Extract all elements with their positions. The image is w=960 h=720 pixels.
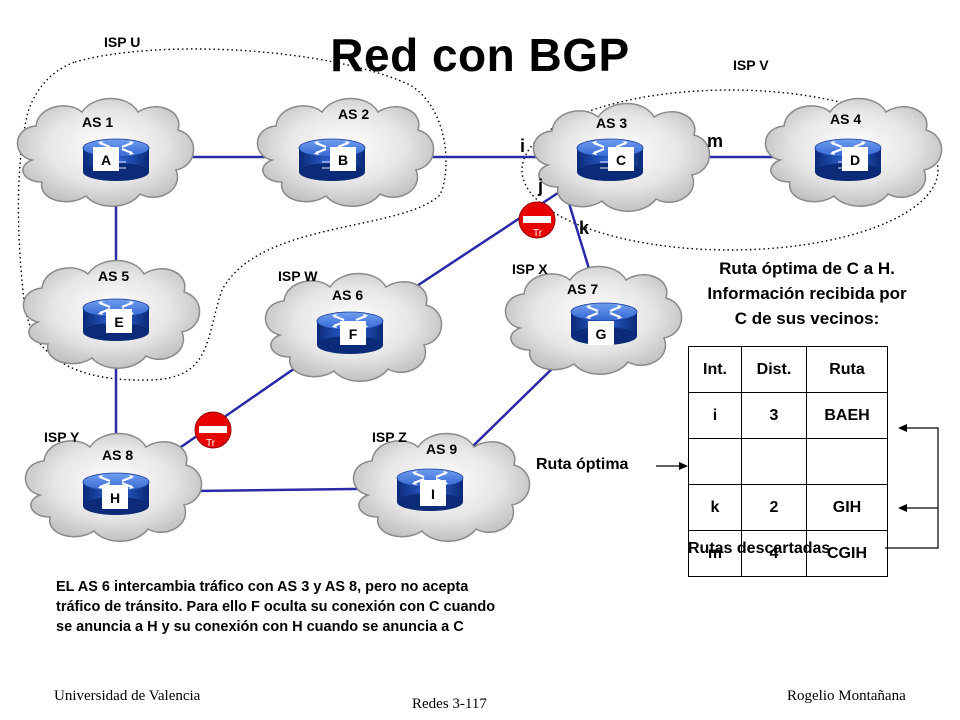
as7-label: AS 7 (567, 281, 598, 297)
table-row: k 2 GIH (688, 484, 888, 531)
table-header-cell: Ruta (806, 346, 888, 393)
router-c-label: C (616, 152, 626, 168)
transit-filter-c-f-icon: Tr (518, 201, 556, 239)
arrow-heads (679, 424, 907, 512)
info-text: Ruta óptima de C a H. Información recibi… (672, 256, 942, 331)
router-labels: A B C D E F G H I (93, 147, 868, 509)
isp-w-label: ISP W (278, 268, 318, 284)
table-cell (741, 438, 807, 485)
table-row (688, 438, 888, 485)
note-line-1: EL AS 6 intercambia tráfico con AS 3 y A… (56, 579, 469, 595)
router-i-label: I (431, 486, 435, 502)
table-cell: k (688, 484, 742, 531)
isp-z-label: ISP Z (372, 429, 407, 445)
as4-label: AS 4 (830, 111, 861, 127)
info-line-3: C de sus vecinos: (734, 309, 880, 328)
table-cell: 2 (741, 484, 807, 531)
isp-v-label: ISP V (733, 57, 769, 73)
isp-u-label: ISP U (104, 34, 140, 50)
isp-v-boundary (521, 89, 939, 251)
table-header-cell: Int. (688, 346, 742, 393)
page-title: Red con BGP (330, 29, 630, 81)
router-f-label: F (349, 326, 358, 342)
transit-filter-f-h-icon: Tr (194, 411, 232, 449)
transit-filter-c-f-label: Tr (533, 228, 543, 239)
rutas-descartadas-label: Rutas descartadas (688, 540, 831, 557)
as5-label: AS 5 (98, 268, 129, 284)
table-cell: CGIH (806, 530, 888, 577)
as2-label: AS 2 (338, 106, 369, 122)
info-line-2: Información recibida por (707, 284, 907, 303)
isp-u-boundary (17, 48, 447, 381)
interface-j-label: j (537, 176, 543, 196)
interface-i-label: i (520, 136, 525, 156)
router-h-label: H (110, 490, 120, 506)
transit-filter-f-h-label: Tr (206, 438, 216, 449)
isp-y-label: ISP Y (44, 429, 80, 445)
router-d-label: D (850, 152, 860, 168)
table-cell: 4 (741, 530, 807, 577)
note-line-2: tráfico de tránsito. Para ello F oculta … (56, 599, 496, 615)
as6-label: AS 6 (332, 287, 363, 303)
router-e-label: E (114, 314, 123, 330)
table-cell: GIH (806, 484, 888, 531)
note-text: EL AS 6 intercambia tráfico con AS 3 y A… (56, 577, 626, 637)
table-cell (806, 438, 888, 485)
as1-label: AS 1 (82, 114, 113, 130)
router-a-label: A (101, 152, 111, 168)
as9-label: AS 9 (426, 441, 457, 457)
table-cell: i (688, 392, 742, 439)
table-header-row: Int. Dist. Ruta (688, 346, 888, 393)
note-line-3: se anuncia a H y su conexión con H cuand… (56, 619, 464, 635)
interface-k-label: k (579, 218, 590, 238)
as3-label: AS 3 (596, 115, 627, 131)
footer-right: Rogelio Montañana (787, 688, 906, 704)
table-row: m 4 CGIH (688, 530, 888, 577)
table-cell: BAEH (806, 392, 888, 439)
isp-x-label: ISP X (512, 261, 548, 277)
table-row: i 3 BAEH (688, 392, 888, 439)
footer-center: Redes 3-117 (412, 696, 487, 712)
table-cell (688, 438, 742, 485)
table-cell: 3 (741, 392, 807, 439)
interface-m-label: m (707, 131, 723, 151)
table-header-cell: Dist. (741, 346, 807, 393)
ruta-optima-label: Ruta óptima (536, 456, 629, 473)
as8-label: AS 8 (102, 447, 133, 463)
routes-table: Int. Dist. Ruta i 3 BAEH k 2 GIH m 4 CGI… (688, 346, 888, 577)
router-b-label: B (338, 152, 348, 168)
router-g-label: G (596, 326, 607, 342)
info-line-1: Ruta óptima de C a H. (719, 259, 895, 278)
footer-left: Universidad de Valencia (54, 688, 201, 704)
